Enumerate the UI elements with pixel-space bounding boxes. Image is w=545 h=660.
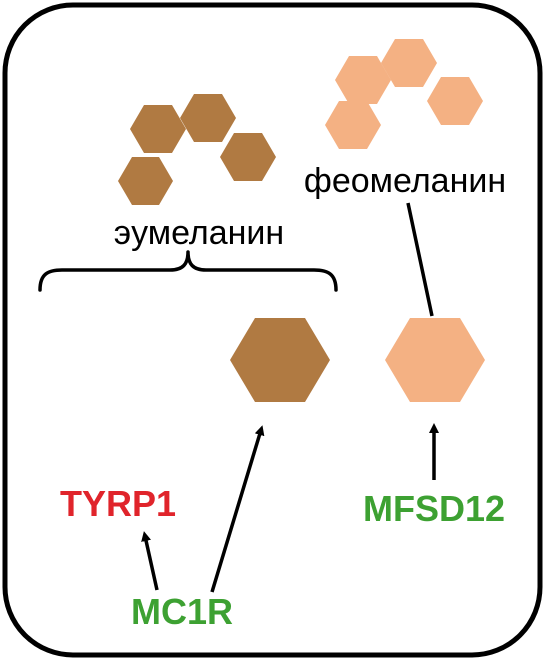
- eumelanin-brace: [38, 250, 338, 292]
- eumelanin-polymer-icon: [118, 94, 276, 205]
- eumelanin-monomer-icon: [230, 318, 330, 402]
- pheomelanin-polymer-unit: [325, 101, 381, 149]
- mc1r-label: MC1R: [131, 591, 233, 632]
- pheomelanin-polymer-icon: [325, 39, 483, 149]
- mfsd12-label: MFSD12: [363, 488, 505, 529]
- mc1r-to-tyrp1-arrow: [141, 531, 159, 591]
- pheomelanin-polymer-unit: [381, 39, 437, 87]
- pheomelanin-polymer-unit: [335, 56, 391, 104]
- eumelanin-polymer-unit: [118, 157, 173, 205]
- pheomelanin-connector: [406, 202, 434, 317]
- eumelanin-polymer-unit: [220, 133, 276, 181]
- pheomelanin-monomer-icon: [385, 318, 485, 402]
- tyrp1-label: TYRP1: [60, 483, 176, 524]
- eumelanin-polymer-unit: [130, 105, 186, 153]
- eumelanin-label: эумеланин: [114, 214, 284, 252]
- pheomelanin-label: феомеланин: [304, 162, 506, 200]
- pheomelanin-polymer-unit: [427, 77, 483, 125]
- eumelanin-polymer-unit: [180, 94, 236, 142]
- mc1r-to-eumelanin-arrow: [210, 425, 265, 593]
